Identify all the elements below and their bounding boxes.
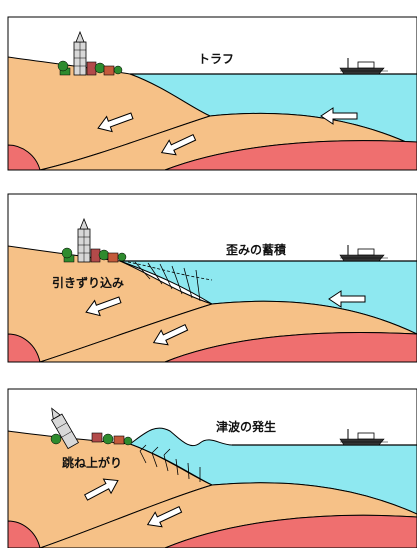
uplift-marks — [139, 444, 201, 482]
panel-3-tsunami: 津波の発生 跳ね上がり — [7, 388, 417, 548]
tilted-building-icon — [50, 407, 79, 450]
strain-hatching — [127, 261, 213, 302]
mantle-left — [7, 333, 41, 363]
mantle-left — [7, 144, 41, 171]
tsunami-label: 津波の発生 — [216, 419, 276, 434]
strain-label: 歪みの蓄積 — [226, 242, 287, 257]
drag-label: 引きずり込み — [52, 275, 124, 290]
uplift-label: 跳ね上がり — [62, 455, 122, 470]
mantle-right — [164, 140, 417, 171]
mantle-right — [164, 332, 417, 363]
panel-1-trough: トラフ — [7, 16, 417, 171]
mantle-left — [7, 520, 41, 548]
town-icon — [50, 432, 133, 446]
trough-label: トラフ — [198, 52, 234, 66]
mantle-right — [164, 514, 417, 548]
panel-2-strain: 歪みの蓄積 引きずり込み — [7, 193, 417, 363]
